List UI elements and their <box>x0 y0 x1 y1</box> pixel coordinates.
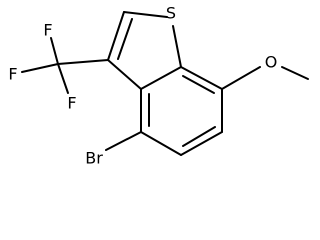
bond-c4-c5 <box>140 131 182 156</box>
bond-c4-br <box>105 131 142 151</box>
bond-c5-c6 <box>180 131 223 156</box>
sulfur-label: S <box>166 4 176 23</box>
bond-cf3-f3 <box>57 63 69 94</box>
bond-c7-c7a-inner <box>182 75 215 94</box>
bond-c3-cf3 <box>57 59 109 65</box>
bond-cf3-f2 <box>50 37 59 65</box>
benzothiophene-structure-diagram: S F F F Br O <box>8 4 309 168</box>
fluorine-label-left: F <box>8 65 17 84</box>
bond-c7-c7a <box>180 66 223 90</box>
bond-c5-c6-inner <box>182 126 216 147</box>
fluorine-label-bottom: F <box>67 94 76 113</box>
oxygen-label: O <box>265 53 278 72</box>
bond-c2-c3 <box>107 11 125 61</box>
bond-s-c7a <box>172 25 182 68</box>
bond-c7-o <box>221 66 261 90</box>
bond-c3-c3a <box>107 59 142 90</box>
bond-c3a-c7a <box>140 66 182 90</box>
bond-cf3-f1 <box>21 63 59 73</box>
bond-s-c2 <box>123 11 168 18</box>
bromine-label: Br <box>85 149 103 168</box>
bond-c2-c3-inner <box>117 18 133 60</box>
bond-o-methyl <box>281 66 309 80</box>
fluorine-label-top: F <box>43 21 52 40</box>
